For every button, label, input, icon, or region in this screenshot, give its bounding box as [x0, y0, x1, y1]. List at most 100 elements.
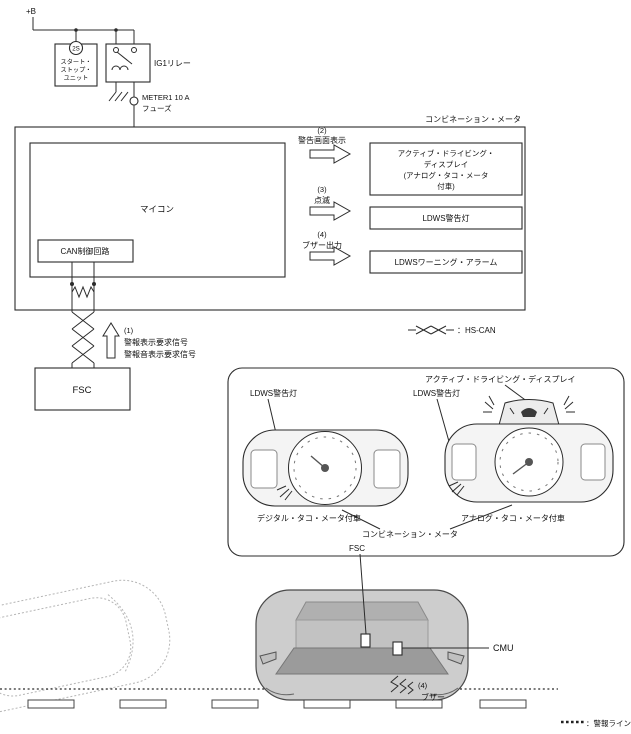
gauge-needle [310, 455, 326, 469]
fsc-unit [360, 633, 371, 648]
relay-box [105, 43, 151, 83]
lane-dash [303, 699, 351, 709]
cluster-panel: アクティブ・ドライビング・ディスプレイ LDWS警告灯 LDWS警告灯 [227, 367, 625, 557]
fuse-symbol [129, 96, 139, 106]
ghost-car-windshield [107, 594, 134, 674]
relay-label: IG1リレー [154, 59, 191, 68]
power-section: +B 2S スタート・ ストップ・ ユニット IG1リレー [26, 7, 191, 143]
fsc-box-label: FSC [73, 385, 92, 396]
analog-cluster-caption: アナログ・タコ・メータ付車 [461, 513, 565, 523]
cmu-callout-label: CMU [493, 643, 514, 653]
twisted-pair-wires [71, 311, 95, 368]
flash-marks [276, 485, 293, 501]
display-box-line2: ディスプレイ [424, 159, 468, 169]
combination-meter-block: コンビネーション・メータ マイコン CAN制御回路 アクティブ・ドライビング・ … [14, 115, 526, 312]
signal-3-label: 点滅 [314, 195, 330, 205]
signal-4-label: ブザー出力 [302, 240, 342, 250]
display-box-line3: (アナログ・タコ・メータ [404, 170, 489, 180]
gauge-ticks [293, 436, 357, 500]
microcomputer: マイコン CAN制御回路 [29, 142, 286, 278]
car-mirror-right [447, 651, 465, 665]
gauge-ticks [499, 432, 559, 492]
warning-line-legend: ：警報ライン [561, 718, 631, 728]
ig1-relay: IG1リレー [105, 43, 191, 83]
twisted-pair-icon [408, 325, 454, 335]
signal-1-line1: 警報表示要求信号 [124, 337, 188, 347]
power-wires [32, 17, 135, 48]
combination-meter-title: コンビネーション・メータ [425, 115, 521, 124]
connector-2s-label: 2S [72, 46, 80, 53]
request-signal: (1) 警報表示要求信号 警報音表示要求信号 [102, 322, 196, 359]
fsc-callout-label: FSC [349, 544, 365, 553]
alarm-box-label: LDWSワーニング・アラーム [395, 257, 498, 267]
connector-2s-badge [68, 40, 84, 56]
block-arrow-right-icon [309, 144, 352, 164]
cluster-side-window [580, 443, 606, 481]
junction-dot [70, 282, 74, 286]
signal-3-blink: (3) 点滅 [309, 185, 352, 221]
relay-symbol [111, 47, 137, 71]
lane-dash [211, 699, 259, 709]
display-box [369, 142, 523, 196]
fuse-label-line2: フューズ [142, 103, 172, 113]
can-wires [71, 262, 95, 312]
cmu-unit [392, 641, 403, 656]
hscan-legend: ：HS-CAN [408, 325, 496, 335]
junction-dot [114, 28, 118, 32]
signal-1-number: (1) [124, 326, 134, 335]
can-circuit-label: CAN制御回路 [61, 246, 110, 256]
cluster-side-window [451, 443, 477, 481]
junction-dot [92, 282, 96, 286]
fuse-label-line1: METER1 10 A [142, 93, 190, 102]
start-stop-label-line2: ストップ・ [61, 67, 92, 74]
ghost-car-cabin [0, 597, 132, 697]
active-driving-display-box: アクティブ・ドライビング・ ディスプレイ (アナログ・タコ・メータ 付車) [369, 142, 523, 196]
signal-2-label: 警告画面表示 [298, 135, 346, 145]
block-arrow-right-icon [309, 201, 352, 221]
ldws-alarm-box: LDWSワーニング・アラーム [369, 250, 523, 274]
ldws-lamp-box: LDWS警告灯 [369, 206, 523, 230]
cluster-side-window [250, 449, 278, 489]
start-stop-label-line3: ユニット [64, 75, 89, 82]
signal-2-warning-screen: (2) 警告画面表示 [298, 126, 352, 164]
signal-3-number: (3) [317, 185, 327, 194]
signal-4-buzzer-output: (4) ブザー出力 [302, 230, 352, 266]
can-bus-twisted-pair [71, 311, 95, 368]
signal-2-number: (2) [317, 126, 327, 135]
display-lane-lines [509, 407, 549, 415]
start-stop-label-line1: スタート・ [61, 58, 92, 66]
lamp-box [369, 206, 523, 230]
flash-marks [448, 481, 465, 496]
block-arrow-up-icon [102, 322, 120, 359]
ground-symbol [108, 82, 129, 102]
gauge-needle [512, 461, 530, 475]
cluster-side-window [373, 449, 401, 489]
lane-dash [27, 699, 75, 709]
panel-display-label: アクティブ・ドライビング・ディスプレイ [425, 374, 576, 384]
lane-dash [479, 699, 527, 709]
signal-1-line2: 警報音表示要求信号 [124, 349, 196, 359]
meter1-fuse: METER1 10 A フューズ [129, 82, 190, 143]
digital-cluster-caption: デジタル・タコ・メータ付車 [257, 513, 361, 523]
display-box-line4: 付車) [437, 181, 455, 191]
alarm-box [369, 250, 523, 274]
lane-dash [395, 699, 443, 709]
vehicle-callouts: CMU (4) ブザー [359, 553, 514, 702]
flash-marks [483, 395, 575, 413]
fsc-box [34, 367, 131, 411]
resistor-symbol [71, 285, 95, 299]
hscan-legend-label: ：HS-CAN [457, 326, 496, 335]
fsc-module: FSC [34, 367, 131, 411]
start-stop-unit: 2S スタート・ ストップ・ ユニット [54, 40, 98, 87]
car-mirror-left [259, 651, 277, 665]
warning-line-legend-label: ：警報ライン [586, 718, 631, 728]
combi-caption-leaders [341, 504, 513, 530]
lane-marking-dashes [27, 699, 527, 709]
display-box-line1: アクティブ・ドライビング・ [398, 148, 495, 158]
buzzer-number-label: (4) [418, 681, 428, 690]
display-car-icon [521, 408, 537, 417]
lane-dash [119, 699, 167, 709]
panel-lamp-left-label: LDWS警告灯 [250, 388, 297, 398]
block-arrow-right-icon [309, 246, 352, 266]
